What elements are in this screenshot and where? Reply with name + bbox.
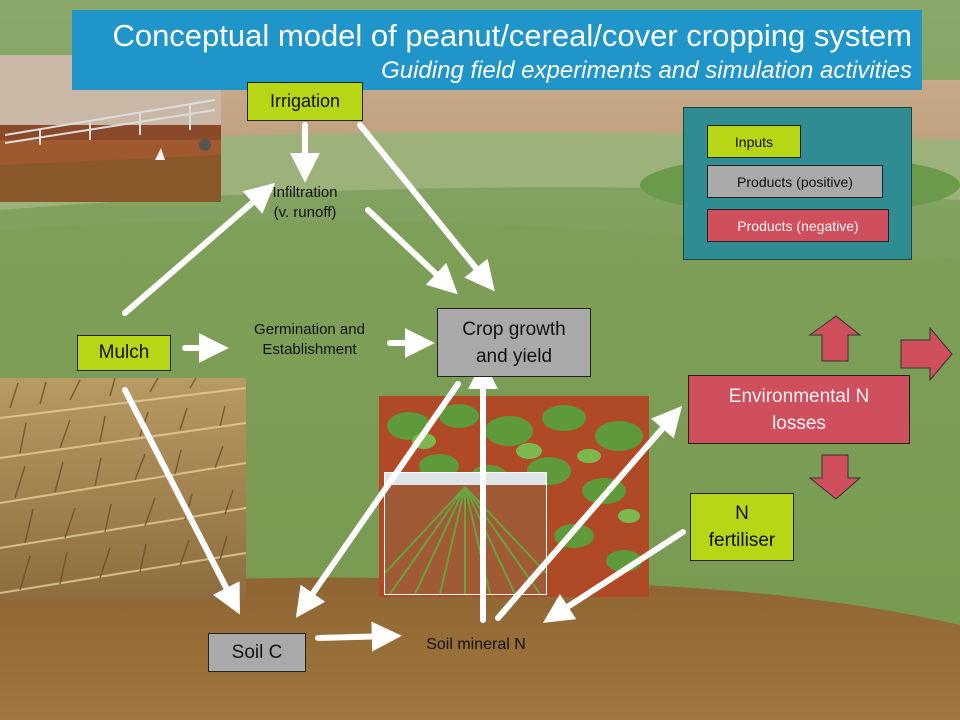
mulch-photo (0, 378, 246, 600)
germination-line1: Germination and (254, 321, 365, 338)
infiltration-line2: (v. runoff) (273, 204, 337, 221)
arrow-crop-to-soil-c (295, 381, 461, 618)
n-fertiliser-node: N fertiliser (690, 493, 794, 561)
arrow-infiltration-to-crop (365, 207, 458, 295)
n-fertiliser-line1: N (735, 503, 749, 524)
legend-inputs: Inputs (707, 125, 801, 158)
title-bar: Conceptual model of peanut/cereal/cover … (72, 10, 922, 90)
soil-mineral-n-label: Soil mineral N (426, 636, 526, 653)
env-losses-line2: losses (772, 412, 826, 434)
legend-products-negative: Products (negative) (707, 209, 889, 242)
block-arrow-right (900, 326, 953, 382)
seedling-rows-photo (384, 472, 547, 595)
arrow-soil-c-to-mineral-n (315, 621, 402, 652)
arrow-mulch-to-infiltration (122, 182, 276, 316)
arrow-irrigation-to-crop (357, 122, 495, 292)
block-arrow-up (808, 315, 862, 362)
germination-line2: Establishment (262, 341, 357, 358)
germination-label: Germination and Establishment (222, 320, 397, 360)
infiltration-line1: Infiltration (272, 184, 338, 201)
legend-products-positive: Products (positive) (707, 165, 883, 198)
block-arrow-down (808, 454, 862, 500)
mulch-node: Mulch (77, 335, 171, 371)
page-title: Conceptual model of peanut/cereal/cover … (112, 18, 912, 53)
crop-growth-node: Crop growth and yield (437, 308, 591, 377)
env-losses-node: Environmental N losses (688, 375, 910, 444)
arrow-fertiliser-to-mineral-n (542, 529, 686, 623)
page-subtitle: Guiding field experiments and simulation… (381, 57, 912, 84)
soil-c-node: Soil C (208, 633, 306, 672)
crop-growth-line2: and yield (475, 345, 553, 367)
env-losses-line1: Environmental N (728, 385, 870, 407)
crop-growth-line1: Crop growth (462, 318, 566, 340)
arrow-mulch-to-soil-c (122, 387, 240, 615)
infiltration-label: Infiltration (v. runoff) (240, 183, 370, 223)
arrow-mineral-n-to-env-losses (495, 405, 683, 621)
n-fertiliser-line2: fertiliser (708, 530, 776, 551)
irrigation-node: Irrigation (247, 82, 363, 121)
